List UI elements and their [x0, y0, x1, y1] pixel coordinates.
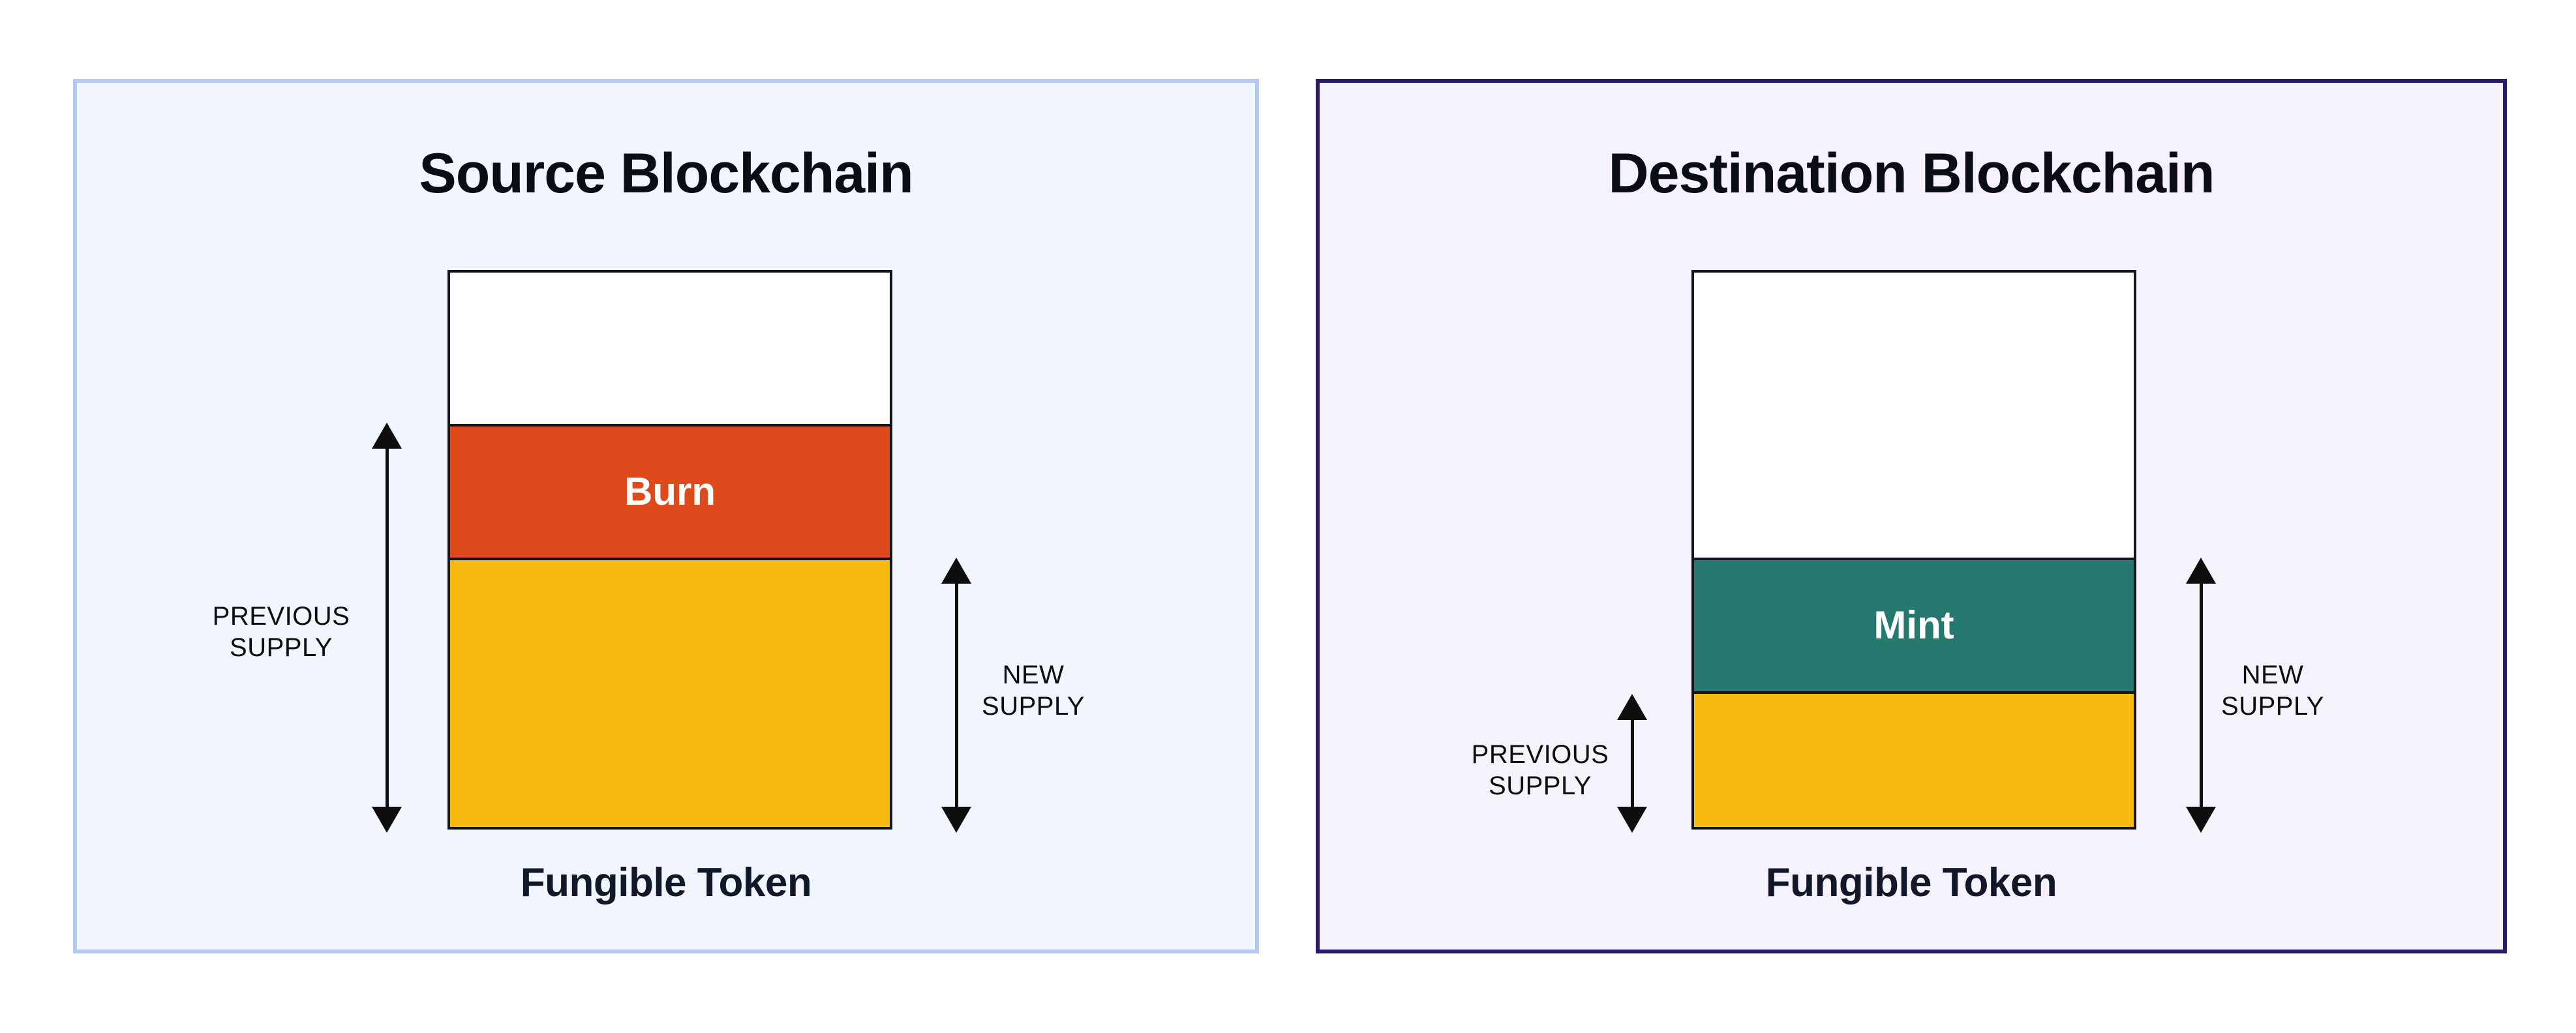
- destination-bar-mint-segment: Mint: [1694, 557, 2134, 691]
- source-blockchain-panel: Source Blockchain Burn PREVIOUS SUPPLY N…: [73, 79, 1259, 953]
- arrow-stem: [954, 578, 958, 812]
- source-new-supply-label: NEW SUPPLY: [982, 661, 1085, 721]
- source-token-bar: Burn: [447, 270, 892, 830]
- destination-blockchain-panel: Destination Blockchain Mint PREVIOUS SUP…: [1316, 79, 2507, 953]
- source-new-supply-arrow-icon: [941, 558, 971, 833]
- destination-token-type-label: Fungible Token: [1765, 860, 2057, 905]
- destination-bar-unfilled-segment: [1694, 273, 2134, 558]
- destination-previous-supply-arrow-icon: [1617, 694, 1647, 833]
- destination-new-supply-label: NEW SUPPLY: [2221, 661, 2324, 721]
- destination-new-supply-arrow-icon: [2186, 558, 2216, 833]
- arrow-stem: [2199, 578, 2203, 812]
- source-bar-supply-segment: [450, 557, 890, 827]
- source-token-type-label: Fungible Token: [520, 860, 812, 905]
- destination-previous-supply-label: PREVIOUS SUPPLY: [1471, 740, 1609, 800]
- destination-token-bar: Mint: [1691, 270, 2136, 830]
- destination-panel-title: Destination Blockchain: [1608, 142, 2215, 205]
- arrow-down-head-icon: [1617, 807, 1647, 833]
- arrow-down-head-icon: [941, 807, 971, 833]
- arrow-stem: [1630, 715, 1634, 812]
- source-bar-unfilled-segment: [450, 273, 890, 425]
- burn-label: Burn: [624, 470, 716, 514]
- source-panel-title: Source Blockchain: [419, 142, 913, 205]
- source-previous-supply-label: PREVIOUS SUPPLY: [212, 602, 350, 662]
- arrow-stem: [385, 443, 389, 812]
- source-bar-burn-segment: Burn: [450, 424, 890, 558]
- source-previous-supply-arrow-icon: [372, 423, 402, 833]
- mint-label: Mint: [1873, 603, 1954, 648]
- destination-bar-supply-segment: [1694, 691, 2134, 827]
- arrow-down-head-icon: [372, 807, 402, 833]
- arrow-down-head-icon: [2186, 807, 2216, 833]
